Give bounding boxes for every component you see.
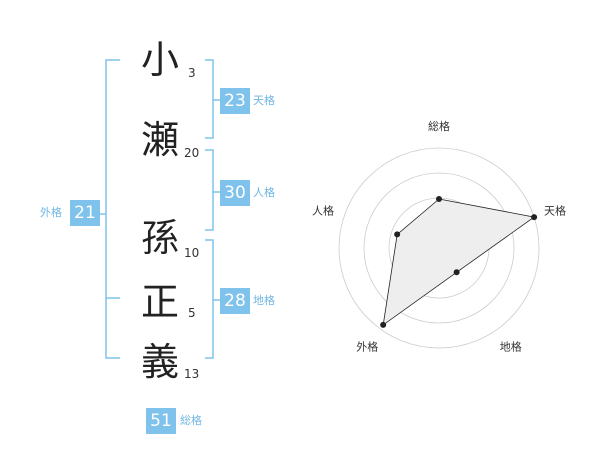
name-char-1: 小 (140, 38, 179, 82)
radar-point (453, 269, 460, 276)
soukaku-value: 51 (146, 408, 176, 434)
gaikaku-label: 外格 (40, 206, 62, 219)
radar-ring (338, 147, 540, 349)
radar-ring (363, 172, 515, 324)
chikaku-label: 地格 (253, 294, 275, 307)
radar-polygon (382, 198, 536, 326)
tenkaku-value: 23 (220, 88, 250, 114)
jinkaku-value: 30 (220, 180, 250, 206)
radar-axis-label: 人格 (312, 203, 334, 217)
stroke-count-2: 20 (184, 146, 200, 160)
stroke-count-1: 3 (188, 66, 196, 80)
gaikaku-value: 21 (70, 200, 100, 226)
name-char-2: 瀬 (140, 118, 179, 162)
stroke-count-4: 5 (188, 306, 196, 320)
name-char-5: 義 (140, 340, 179, 384)
radar-axis-label: 総格 (428, 119, 450, 133)
radar-axis-label: 天格 (544, 203, 566, 217)
radar-axis-label: 外格 (356, 340, 378, 354)
radar-point (531, 214, 538, 221)
radar-point (394, 231, 401, 238)
radar-axis-label: 地格 (500, 340, 522, 354)
stroke-count-3: 10 (184, 246, 200, 260)
radar-points (380, 196, 538, 328)
stroke-count-5: 13 (184, 367, 200, 381)
chikaku-value: 28 (220, 288, 250, 314)
radar-point (380, 321, 387, 328)
radar-point (436, 196, 442, 202)
jinkaku-label: 人格 (253, 186, 275, 199)
name-char-3: 孫 (140, 216, 179, 260)
soukaku-label: 総格 (180, 414, 202, 427)
name-char-4: 正 (140, 280, 179, 324)
tenkaku-label: 天格 (253, 94, 275, 107)
